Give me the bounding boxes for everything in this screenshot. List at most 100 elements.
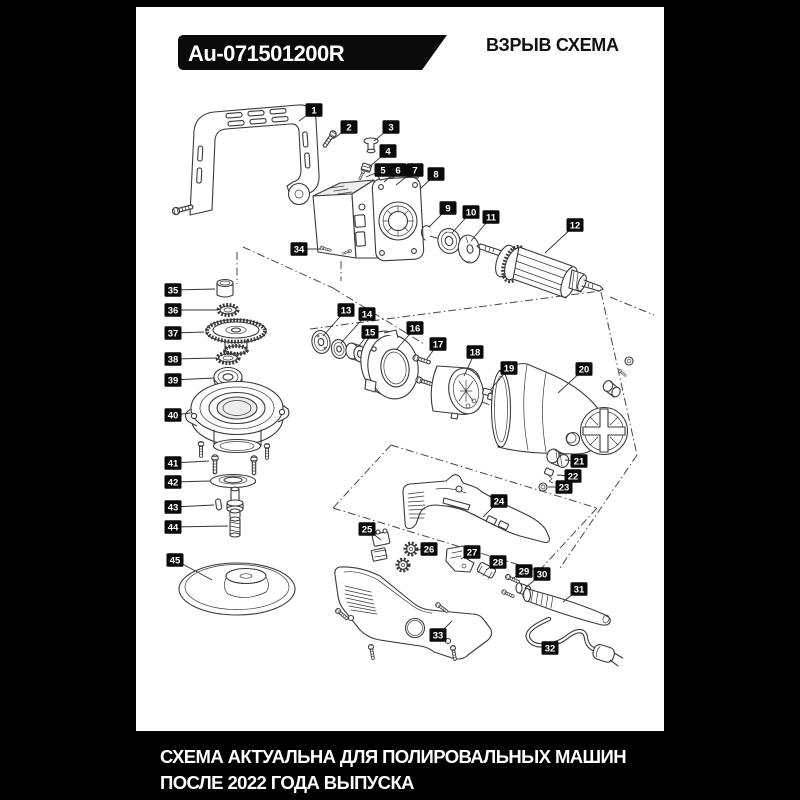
svg-text:39: 39 xyxy=(168,376,179,387)
part-handle-housing-lower xyxy=(333,566,493,662)
model-number: Au-071501200R xyxy=(188,41,345,66)
part-spindle-shaft xyxy=(226,486,244,538)
part-label-10: 10 xyxy=(451,205,480,234)
part-label-40: 40 xyxy=(164,408,192,422)
part-flange-screws xyxy=(211,454,258,476)
part-backing-pad xyxy=(178,562,296,616)
svg-text:40: 40 xyxy=(168,411,179,422)
svg-text:4: 4 xyxy=(385,147,391,158)
part-spindle-lock-button xyxy=(363,137,379,154)
part-label-43: 43 xyxy=(164,500,215,514)
svg-text:45: 45 xyxy=(170,556,181,567)
part-label-26: 26 xyxy=(415,542,438,556)
part-gear-housing xyxy=(312,166,425,262)
part-label-6: 6 xyxy=(383,163,407,183)
part-lock-clip xyxy=(360,162,372,173)
part-label-38: 38 xyxy=(164,352,218,366)
svg-text:21: 21 xyxy=(574,457,585,468)
part-label-24: 24 xyxy=(482,494,508,518)
part-label-27: 27 xyxy=(460,545,481,560)
part-label-18: 18 xyxy=(463,345,484,377)
part-label-13: 13 xyxy=(322,303,355,337)
model-badge xyxy=(178,35,447,70)
part-snap-ring xyxy=(420,225,431,241)
svg-text:15: 15 xyxy=(365,328,376,339)
svg-text:8: 8 xyxy=(433,170,438,181)
part-handle-bolt xyxy=(320,128,339,150)
svg-text:10: 10 xyxy=(466,208,477,219)
svg-text:20: 20 xyxy=(579,365,590,376)
svg-text:7: 7 xyxy=(412,166,417,177)
part-bearing-small xyxy=(330,339,348,359)
svg-text:31: 31 xyxy=(574,585,585,596)
svg-text:6: 6 xyxy=(395,166,400,177)
part-label-42: 42 xyxy=(164,475,211,489)
part-label-32: 32 xyxy=(541,640,559,655)
part-brush-nut xyxy=(538,482,548,492)
part-label-30: 30 xyxy=(524,567,551,589)
part-label-44: 44 xyxy=(164,520,229,534)
svg-text:2: 2 xyxy=(346,123,351,134)
svg-text:41: 41 xyxy=(168,459,179,470)
svg-text:14: 14 xyxy=(362,310,373,321)
part-crown-gear xyxy=(205,318,267,356)
page-title: ВЗРЫВ СХЕМА xyxy=(486,35,619,55)
part-label-9: 9 xyxy=(428,201,457,228)
svg-text:9: 9 xyxy=(445,204,450,215)
part-stator xyxy=(430,365,484,420)
part-label-29: 29 xyxy=(511,564,533,580)
svg-text:28: 28 xyxy=(493,558,504,569)
svg-text:18: 18 xyxy=(470,348,481,359)
part-brush-cap xyxy=(546,448,570,468)
svg-text:29: 29 xyxy=(519,567,530,578)
part-label-28: 28 xyxy=(485,555,507,571)
part-label-11: 11 xyxy=(470,210,500,242)
part-lock-washer xyxy=(216,303,240,317)
part-label-17: 17 xyxy=(426,337,447,360)
svg-text:13: 13 xyxy=(341,306,352,317)
svg-text:25: 25 xyxy=(362,525,373,536)
svg-text:1: 1 xyxy=(311,106,317,117)
part-label-3: 3 xyxy=(373,120,400,142)
part-label-23: 23 xyxy=(548,480,573,494)
part-label-45: 45 xyxy=(166,553,213,581)
part-label-31: 31 xyxy=(562,582,588,603)
part-handle-housing-upper xyxy=(402,474,550,543)
svg-text:33: 33 xyxy=(433,631,444,642)
svg-text:19: 19 xyxy=(504,364,515,375)
part-label-36: 36 xyxy=(164,303,218,317)
part-switch xyxy=(370,528,391,562)
part-label-20: 20 xyxy=(557,362,593,394)
part-armature xyxy=(476,243,604,299)
svg-text:36: 36 xyxy=(168,306,179,317)
svg-text:5: 5 xyxy=(380,166,386,177)
part-label-12: 12 xyxy=(544,218,584,254)
svg-text:3: 3 xyxy=(388,123,393,134)
svg-text:30: 30 xyxy=(537,570,548,581)
footer-note: СХЕМА АКТУАЛЬНА ДЛЯ ПОЛИРОВАЛЬНЫХ МАШИН … xyxy=(160,744,627,796)
part-washer-plate xyxy=(209,473,257,489)
part-sleeve xyxy=(216,278,234,298)
part-label-35: 35 xyxy=(164,283,216,297)
part-bearing-retainer xyxy=(360,329,419,400)
svg-text:42: 42 xyxy=(168,478,179,489)
svg-text:24: 24 xyxy=(494,497,505,508)
part-serrated-washer xyxy=(215,351,241,365)
part-label-5: 5 xyxy=(365,163,392,178)
part-power-cord xyxy=(525,616,624,667)
part-label-7: 7 xyxy=(395,163,424,186)
svg-text:11: 11 xyxy=(486,213,497,224)
part-washer-disc xyxy=(311,330,331,354)
part-pin xyxy=(215,498,223,511)
svg-text:37: 37 xyxy=(168,329,179,340)
svg-text:32: 32 xyxy=(545,644,556,655)
part-handle xyxy=(171,104,320,216)
svg-text:43: 43 xyxy=(168,503,179,514)
part-label-14: 14 xyxy=(340,307,376,344)
part-label-37: 37 xyxy=(164,326,205,340)
part-label-2: 2 xyxy=(332,120,358,140)
part-label-1: 1 xyxy=(298,103,323,122)
svg-text:23: 23 xyxy=(559,483,570,494)
svg-text:12: 12 xyxy=(570,221,581,232)
